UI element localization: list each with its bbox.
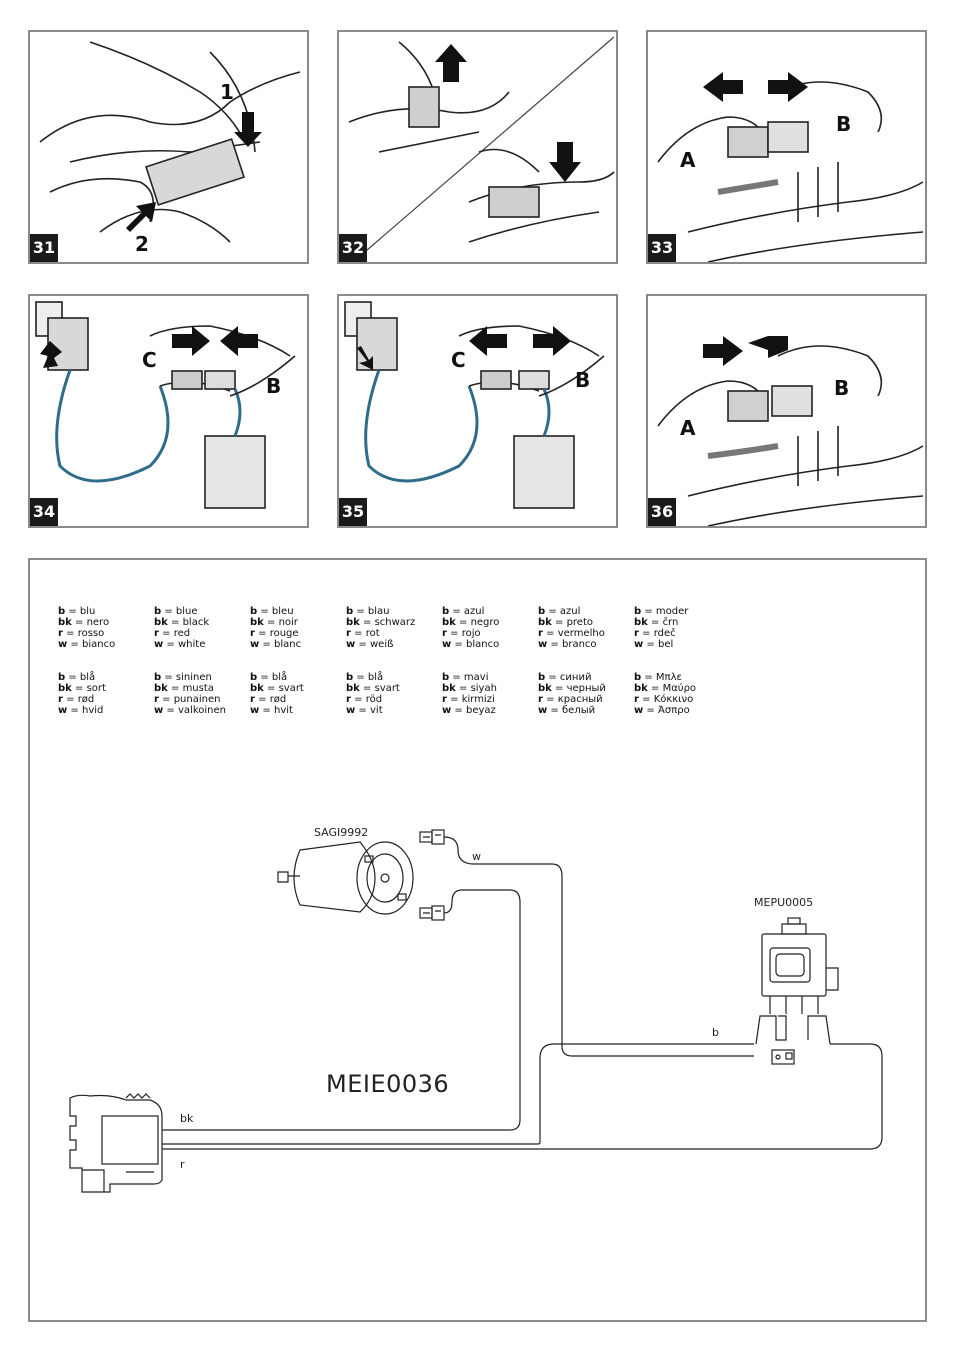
wire-r-label: r	[180, 1158, 185, 1171]
step-36-illustration	[657, 328, 924, 526]
step-33-illustration	[657, 72, 924, 262]
wire-bk-label: bk	[180, 1112, 194, 1125]
switch	[755, 917, 839, 1065]
step-36-label-a: A	[680, 416, 696, 440]
step-34-label-b: B	[266, 374, 282, 398]
step-36-label-b: B	[834, 376, 850, 400]
step-number-32: 32	[339, 234, 367, 262]
step-panel-35: C B 35	[337, 294, 618, 528]
step-33-label-b: B	[836, 112, 852, 136]
step-34-label-c: C	[142, 348, 157, 372]
legend-danish: b = blå bk = sort r = rød w = hvid	[58, 672, 106, 716]
step-34-illustration	[35, 301, 296, 509]
step-panel-32: 32	[337, 30, 618, 264]
step-33-label-a: A	[680, 148, 696, 172]
motor-code-label: SAGI9992	[314, 826, 369, 839]
step-panel-36: A B 36	[646, 294, 927, 528]
legend-italian: b = blu bk = nero r = rosso w = bianco	[58, 606, 116, 650]
legend-portuguese: b = azul bk = preto r = vermelho w = bra…	[538, 606, 605, 650]
wire-b-label: b	[712, 1026, 719, 1039]
step-32-illustration	[348, 36, 615, 258]
battery-connector	[69, 1093, 163, 1193]
motor	[277, 841, 414, 915]
step-number-36: 36	[648, 498, 676, 526]
step-number-31: 31	[30, 234, 58, 262]
step-31-label-1: 1	[220, 80, 234, 104]
legend-russian: b = синий bk = черный r = красный w = бе…	[538, 672, 606, 716]
legend-norwegian: b = blå bk = svart r = rød w = hvit	[250, 672, 304, 716]
step-35-label-c: C	[451, 348, 466, 372]
step-number-34: 34	[30, 498, 58, 526]
connector-bk	[419, 905, 445, 921]
legend-greek: b = Μπλε bk = Μαύρο r = Κόκκινο w = Άσπρ…	[634, 672, 697, 716]
wiring-schematic	[69, 829, 883, 1193]
legend-french: b = bleu bk = noir r = rouge w = blanc	[250, 606, 302, 650]
step-number-35: 35	[339, 498, 367, 526]
legend-swedish: b = blå bk = svart r = röd w = vit	[346, 672, 400, 716]
step-31-label-2: 2	[135, 232, 149, 256]
step-panel-33: A B 33	[646, 30, 927, 264]
legend-slovenian: b = moder bk = črn r = rdeč w = bel	[634, 606, 689, 650]
legend-finnish: b = sininen bk = musta r = punainen w = …	[154, 672, 226, 716]
switch-code-label: MEPU0005	[754, 896, 814, 909]
wiring-harness-title: MEIE0036	[326, 1070, 450, 1098]
step-35-illustration	[344, 301, 605, 509]
legend-german: b = blau bk = schwarz r = rot w = weiß	[346, 606, 416, 650]
step-panel-34: C B 34	[28, 294, 309, 528]
legend-english: b = blue bk = black r = red w = white	[154, 606, 210, 650]
step-panel-31: 1 2 31	[28, 30, 309, 264]
legend-turkish: b = mavi bk = siyah r = kirmizi w = beya…	[442, 672, 497, 716]
wire-w-label: w	[472, 850, 481, 863]
connector-w	[419, 829, 445, 845]
wiring-diagram-panel: b = blu bk = nero r = rosso w = bianco b…	[28, 558, 927, 1322]
step-number-33: 33	[648, 234, 676, 262]
step-31-illustration	[39, 41, 301, 243]
legend-spanish: b = azul bk = negro r = rojo w = blanco	[442, 606, 500, 650]
step-35-label-b: B	[575, 368, 591, 392]
